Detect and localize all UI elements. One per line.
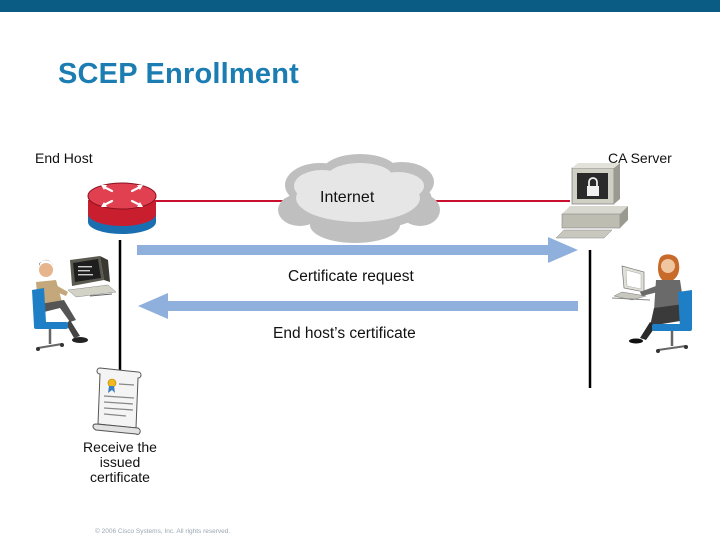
end-host-label: End Host [35,150,93,166]
copyright-footer: © 2006 Cisco Systems, Inc. All rights re… [95,528,231,535]
admin-user-icon [32,256,117,351]
ca-server-label: CA Server [608,150,672,166]
receive-line-1: Receive the [83,439,157,455]
internet-label: Internet [320,189,375,206]
certificate-icon [92,367,142,435]
receive-certificate-caption: Receive the issued certificate [70,440,170,485]
receive-line-2: issued [99,454,141,470]
router-icon [87,182,157,234]
receive-line-3: certificate [90,469,150,485]
certificate-request-arrow [137,237,578,263]
certificate-request-label: Certificate request [288,268,414,285]
ca-user-icon [611,254,692,353]
end-host-certificate-label: End host’s certificate [273,325,416,342]
slide-title: SCEP Enrollment [58,58,299,90]
ca-server-icon [555,163,628,239]
cloud-icon [278,154,440,243]
end-host-certificate-arrow [138,293,578,319]
top-banner [0,0,720,12]
